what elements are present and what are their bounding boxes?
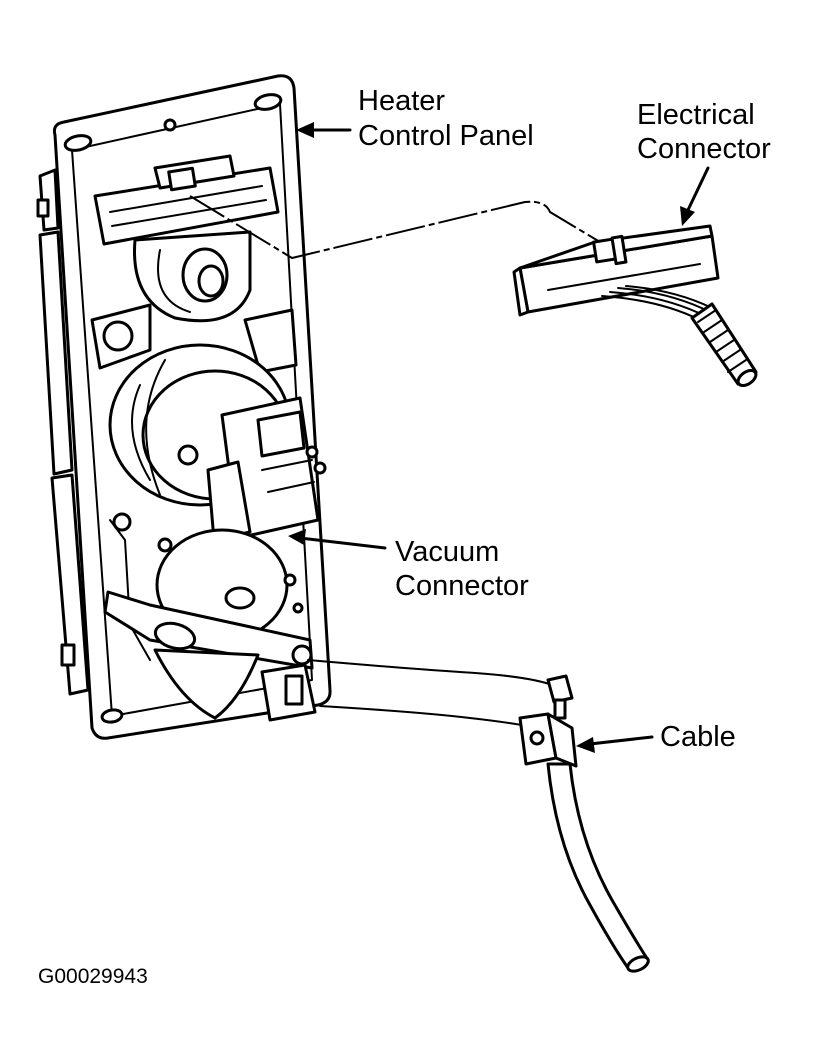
leader-arrows xyxy=(288,122,710,753)
label-electrical-connector-line1: Electrical xyxy=(637,99,755,131)
vacuum-connector-nipple xyxy=(305,445,319,459)
label-heater-control-panel-line2: Control Panel xyxy=(358,120,534,152)
plug-end-face xyxy=(512,266,530,317)
panel-connector-slot xyxy=(111,199,267,227)
plug-wires xyxy=(617,287,711,313)
plug-wires xyxy=(625,285,713,309)
electrical-connector-plug xyxy=(512,224,758,388)
screw-hole xyxy=(292,602,304,614)
screw-hole xyxy=(163,118,177,132)
figure-code: G00029943 xyxy=(38,965,148,988)
vacuum-connector-detail xyxy=(261,459,313,471)
plug-slot xyxy=(547,263,701,291)
cable-phantom-lower xyxy=(319,705,529,727)
plug-wires xyxy=(609,291,706,317)
mode-selector-hub xyxy=(224,586,256,610)
mounting-hole xyxy=(63,134,93,152)
leader-line-vacuum xyxy=(298,536,387,550)
panel-cutout-hole xyxy=(102,320,134,352)
mode-selector-bolt xyxy=(157,537,173,553)
arrowhead-cable xyxy=(576,737,595,753)
arrowhead-heater-panel xyxy=(296,122,314,138)
panel-inner-plate xyxy=(71,103,313,717)
cable-clip-band xyxy=(546,712,578,768)
lever-cable-pin xyxy=(291,644,313,666)
mounting-hole xyxy=(253,93,283,111)
blower-switch-shaft-tip xyxy=(197,264,225,298)
mounting-hole xyxy=(100,708,124,724)
panel-cutout xyxy=(243,308,298,374)
plug-latch-tab xyxy=(610,234,628,266)
panel-left-tab xyxy=(60,643,76,667)
cable-sheath-end xyxy=(626,955,650,973)
lever-cam-plate xyxy=(153,648,260,720)
mode-selector-bolt xyxy=(112,512,132,532)
control-cable xyxy=(307,659,650,973)
panel-connector-latch xyxy=(167,166,197,192)
connector-alignment-line xyxy=(189,195,601,260)
cable-eye xyxy=(546,674,574,704)
cable-phantom-upper xyxy=(307,659,556,687)
arrowhead-vacuum xyxy=(288,529,306,545)
lever-bracket-slot xyxy=(284,674,304,706)
vacuum-connector-face xyxy=(206,460,252,542)
panel-left-rail xyxy=(38,230,74,476)
wire-conduit-end xyxy=(736,368,758,388)
panel-connector-slot xyxy=(109,185,263,213)
leader-line-cable xyxy=(588,735,654,746)
leader-line-electrical xyxy=(686,166,710,212)
cable-sheath xyxy=(546,762,650,970)
vacuum-connector-detail xyxy=(267,481,315,493)
label-vacuum-connector-line2: Connector xyxy=(395,570,529,602)
wire-conduit-ribs xyxy=(697,309,747,373)
temperature-dial-pivot xyxy=(177,444,199,466)
temperature-dial-edge xyxy=(131,384,151,481)
panel-left-rail-lower xyxy=(50,473,90,696)
plug-wires xyxy=(601,295,701,321)
heater-control-panel-assembly xyxy=(36,74,332,740)
cable-lever-arm xyxy=(103,590,314,670)
cable-clip-pin xyxy=(553,698,567,720)
vacuum-connector-ports xyxy=(256,410,306,458)
panel-left-tab xyxy=(36,198,50,218)
vacuum-connector-nipple xyxy=(313,461,327,475)
label-heater-control-panel-line1: Heater xyxy=(358,85,445,117)
label-vacuum-connector-line1: Vacuum xyxy=(395,536,499,568)
label-electrical-connector-line2: Connector xyxy=(637,133,771,165)
label-cable: Cable xyxy=(660,721,736,753)
mode-selector-bolt xyxy=(283,573,297,587)
arrowhead-electrical xyxy=(680,206,695,226)
temperature-dial-edge xyxy=(145,359,166,496)
blower-switch-ring xyxy=(157,249,191,313)
lever-pivot-boss xyxy=(153,621,197,651)
cable-clip-hole xyxy=(529,730,545,746)
